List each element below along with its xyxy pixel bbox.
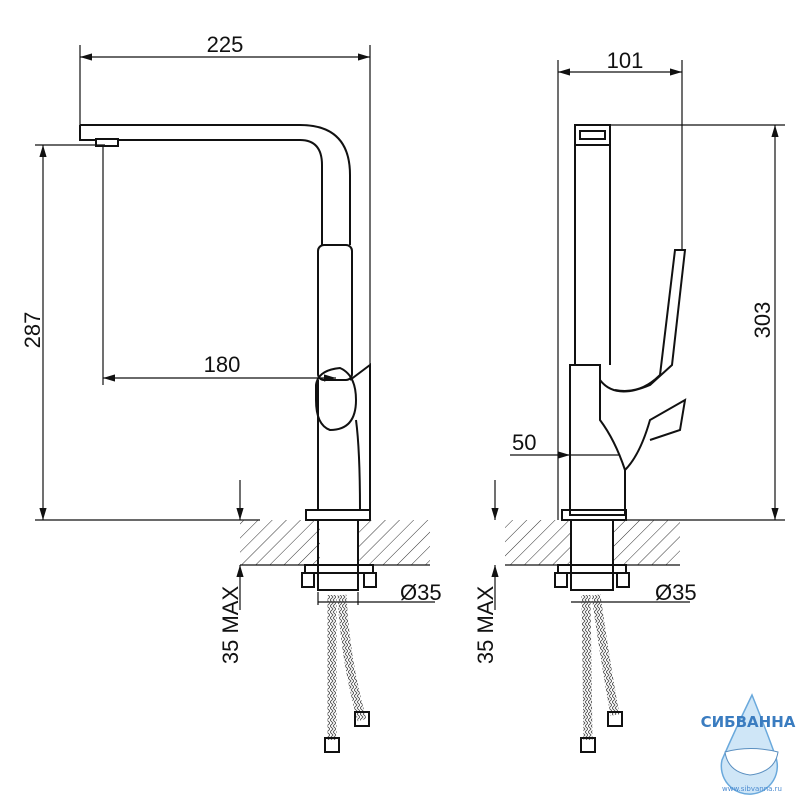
- logo-name: СИБВАННА: [701, 713, 796, 731]
- hose: [591, 594, 620, 716]
- counter-max-label: 35 MAX: [473, 586, 498, 665]
- handle: [317, 244, 353, 381]
- hole-dim-label: Ø35: [655, 580, 697, 605]
- offset-dim-label: 50: [512, 430, 536, 455]
- height-dim-label: 287: [20, 312, 45, 349]
- spout-top: [574, 124, 611, 146]
- width-dim-label: 101: [607, 48, 644, 73]
- logo-url: www.sibvanna.ru: [722, 785, 782, 793]
- lever: [599, 249, 687, 393]
- sibvanna-logo: СИБВАННА www.sibvanna.ru: [701, 693, 796, 795]
- right-view: 101 303 50 Ø35 35 MAX: [473, 48, 785, 753]
- hose: [337, 594, 367, 722]
- counter-max-label: 35 MAX: [218, 586, 243, 665]
- hose: [581, 594, 593, 741]
- reach-dim-label: 180: [204, 352, 241, 377]
- spout: [79, 124, 351, 245]
- left-view: 225 287 180 Ø35 35 MAX: [20, 32, 442, 753]
- body: [569, 364, 626, 516]
- hole-dim-label: Ø35: [400, 580, 442, 605]
- height-dim-label: 303: [750, 302, 775, 339]
- width-dim-label: 225: [207, 32, 244, 57]
